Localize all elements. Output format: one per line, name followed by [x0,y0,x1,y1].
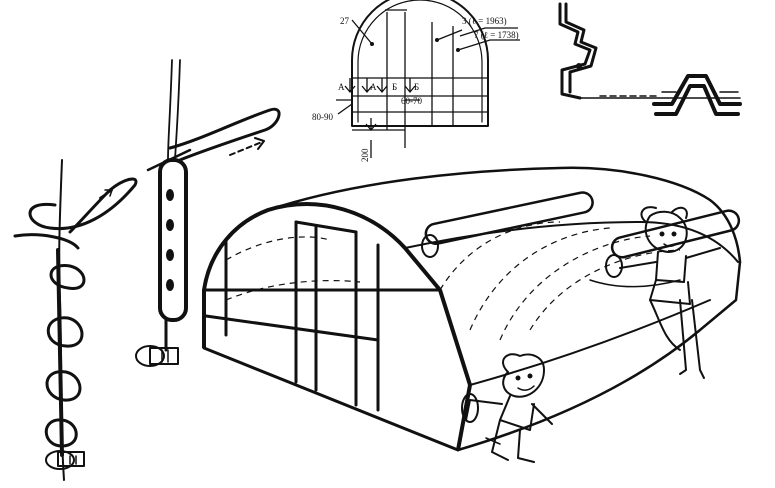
dim-60-70-label: 60-70 [401,96,422,106]
section-b-left-label: Б [392,82,397,92]
girl-cartoon-icon [619,206,721,379]
section-a-left-label: A [338,82,345,92]
rope-lacing-icon [13,159,138,481]
section-a-right-label: A [370,82,377,92]
part-7-label: 7 (ℓ = 1738) [474,30,519,40]
boy-cartoon-icon [461,353,553,463]
profile-clamp-icon [558,2,742,116]
section-drawing: 27 3 (ℓ = 1963) 7 (ℓ = 1738) A A Б Б 80-… [312,0,520,162]
arched-greenhouse-icon [202,166,742,452]
dim-80-90-label: 80-90 [312,112,333,122]
rope-chain-tie-icon [135,59,281,367]
section-b-right-label: Б [414,82,419,92]
part-27-label: 27 [340,16,350,26]
part-3-label: 3 (ℓ = 1963) [462,16,507,26]
dim-200-label: 200 [360,148,370,162]
